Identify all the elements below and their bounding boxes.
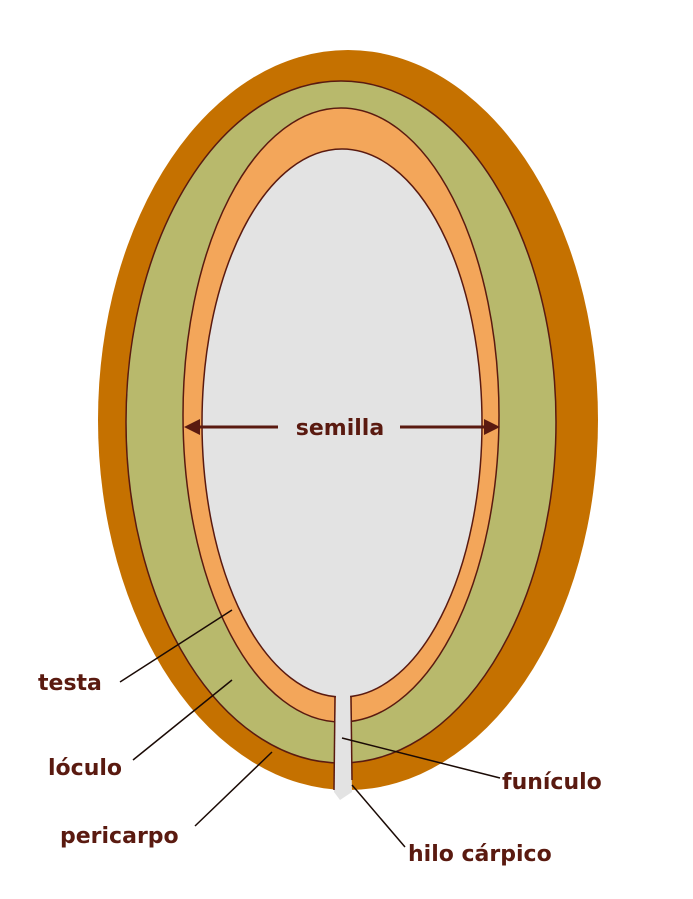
leader-lines	[119, 609, 501, 848]
seed-label: semilla	[296, 416, 384, 441]
hilum-label: hilo cárpico	[408, 842, 552, 867]
testa-label: testa	[38, 671, 102, 696]
funiculus-label: funículo	[502, 770, 602, 795]
locule-label: lóculo	[48, 756, 122, 781]
pericarp-label: pericarpo	[60, 824, 179, 849]
seed-width-arrow	[184, 419, 500, 435]
funiculus-strip	[334, 694, 352, 800]
